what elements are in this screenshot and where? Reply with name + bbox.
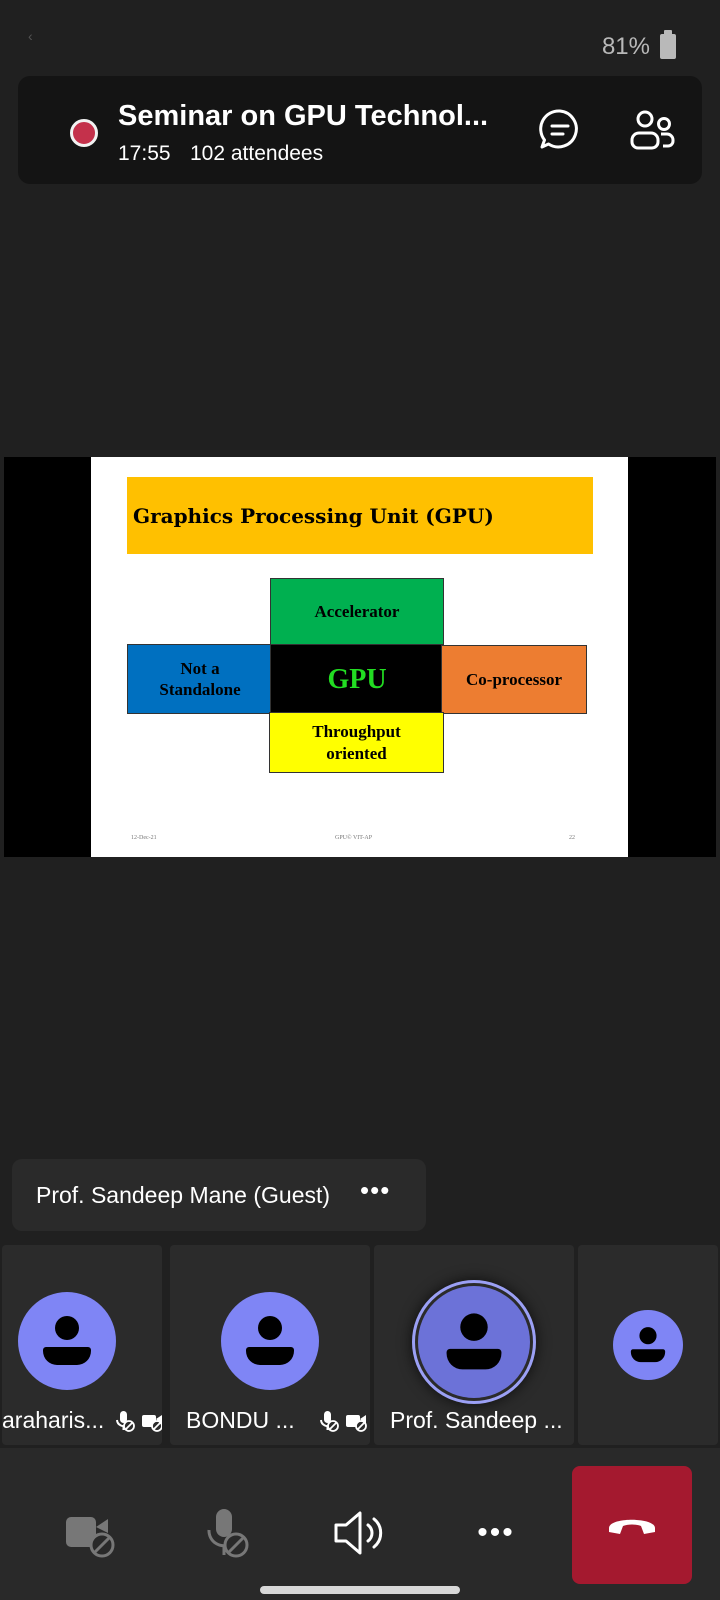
- slide-title: Graphics Processing Unit (GPU): [133, 504, 494, 528]
- slide-footer-page: 22: [569, 835, 575, 841]
- meeting-duration: 17:55: [118, 142, 171, 165]
- participant-name: araharis...: [2, 1407, 105, 1433]
- people-icon: [630, 110, 675, 150]
- camera-toggle-button[interactable]: [60, 1503, 120, 1563]
- slide-footer-center: GPU© VIT-AP: [335, 835, 373, 841]
- presentation-slide: Graphics Processing Unit (GPU) Accelerat…: [91, 457, 628, 857]
- more-options-icon[interactable]: •••: [360, 1175, 391, 1205]
- shared-screen[interactable]: Graphics Processing Unit (GPU) Accelerat…: [4, 457, 716, 857]
- participant-tile[interactable]: araharis...: [2, 1245, 162, 1445]
- person-icon: [630, 1327, 666, 1363]
- more-icon: •••: [477, 1516, 515, 1549]
- slide-footer-date: 12-Dec-21: [131, 835, 157, 841]
- throughput-line1: Throughput: [312, 722, 401, 742]
- slide-title-banner: Graphics Processing Unit (GPU): [127, 477, 593, 554]
- participant-tile[interactable]: BONDU ...: [170, 1245, 370, 1445]
- video-off-icon: [142, 1415, 162, 1432]
- standalone-line1: Not a: [180, 658, 220, 678]
- more-button[interactable]: •••: [466, 1503, 526, 1563]
- throughput-label: Throughput oriented: [312, 721, 401, 764]
- standalone-box: Not a Standalone: [127, 644, 273, 714]
- presenter-name: Prof. Sandeep Mane (Guest): [36, 1182, 331, 1208]
- call-controls: •••: [0, 1448, 720, 1600]
- avatar: [221, 1292, 319, 1390]
- gpu-box: GPU: [270, 644, 444, 714]
- mic-off-icon: [207, 1509, 249, 1558]
- throughput-box: Throughput oriented: [269, 712, 444, 773]
- hang-up-icon: [609, 1519, 655, 1534]
- speaking-ring: [412, 1280, 536, 1404]
- participant-tile[interactable]: [578, 1245, 718, 1445]
- participant-status-icons: [112, 1409, 162, 1433]
- mic-toggle-button[interactable]: [196, 1503, 256, 1563]
- camera-off-icon: [66, 1517, 115, 1558]
- coprocessor-box: Co-processor: [441, 645, 587, 714]
- mic-off-icon: [116, 1411, 135, 1432]
- standalone-line2: Standalone: [159, 680, 241, 699]
- gpu-label: GPU: [327, 663, 387, 695]
- participant-tile-speaking[interactable]: Prof. Sandeep ...: [374, 1245, 574, 1445]
- accelerator-label: Accelerator: [314, 601, 400, 621]
- participant-name: Prof. Sandeep ...: [390, 1407, 563, 1433]
- throughput-line2: oriented: [326, 743, 387, 763]
- status-indicator-icon: ‹: [28, 28, 33, 44]
- speaker-button[interactable]: [330, 1503, 390, 1563]
- person-icon: [246, 1316, 294, 1365]
- coprocessor-label: Co-processor: [466, 669, 562, 689]
- participant-name: BONDU ...: [186, 1407, 295, 1433]
- standalone-label: Not a Standalone: [159, 658, 240, 701]
- meeting-title[interactable]: Seminar on GPU Technol...: [118, 100, 489, 132]
- meeting-header: Seminar on GPU Technol... 17:55 102 atte…: [18, 76, 702, 184]
- video-off-icon: [346, 1415, 367, 1432]
- avatar: [613, 1310, 683, 1380]
- record-icon: [70, 119, 98, 147]
- avatar: [418, 1286, 530, 1398]
- mic-off-icon: [320, 1411, 339, 1432]
- accelerator-box: Accelerator: [270, 578, 444, 645]
- chat-icon: [539, 109, 578, 149]
- participants-button[interactable]: [628, 106, 676, 154]
- person-icon: [43, 1316, 91, 1365]
- home-indicator[interactable]: [260, 1586, 460, 1594]
- speaker-icon: [334, 1511, 383, 1555]
- chat-button[interactable]: [536, 106, 584, 154]
- participant-status-icons: [316, 1409, 368, 1433]
- battery-icon: [660, 30, 676, 59]
- status-bar: ‹ 81%: [0, 0, 720, 72]
- avatar: [18, 1292, 116, 1390]
- presenter-name-tag[interactable]: Prof. Sandeep Mane (Guest) •••: [12, 1159, 426, 1231]
- battery-percentage: 81%: [601, 33, 650, 60]
- person-icon: [446, 1313, 502, 1370]
- attendee-count: 102 attendees: [190, 142, 324, 165]
- hang-up-button[interactable]: [572, 1466, 692, 1584]
